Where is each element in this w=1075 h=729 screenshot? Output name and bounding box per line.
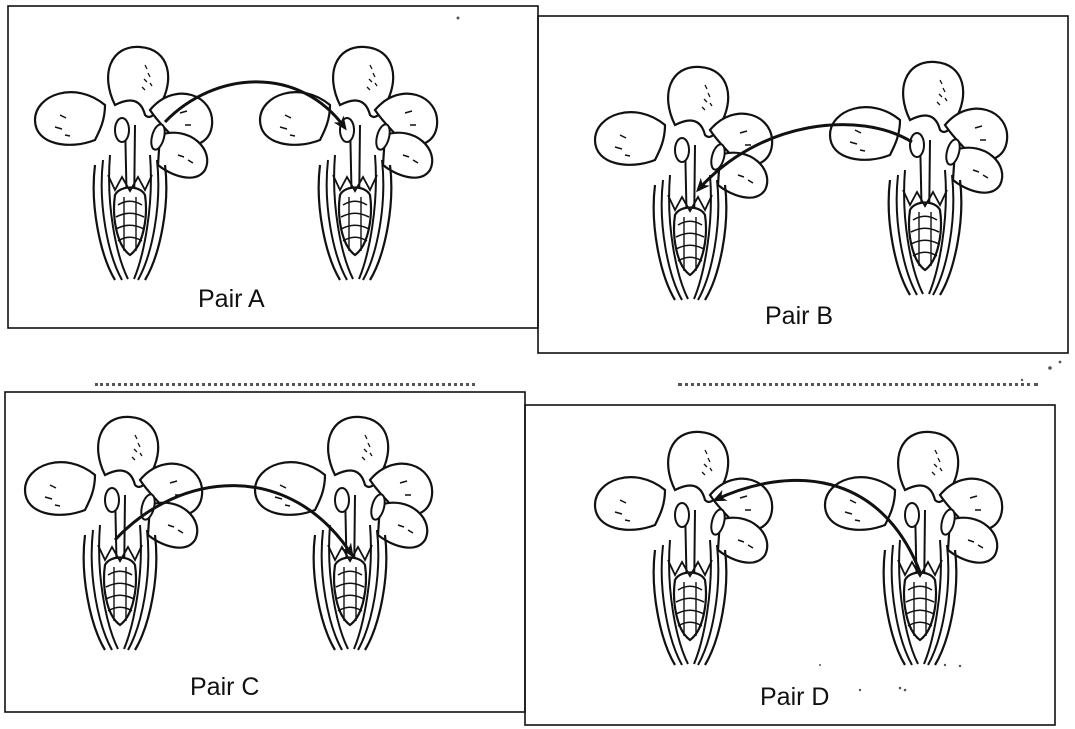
panel-d-flower-right	[825, 432, 1002, 665]
panel-b-flower-right	[830, 62, 1007, 295]
panel-label-b: Pair B	[765, 302, 833, 331]
panel-a-flower-left	[35, 47, 212, 280]
panel-b-flower-left	[595, 67, 772, 300]
panel-a-flower-right	[260, 47, 437, 280]
panel-label-c: Pair C	[190, 673, 259, 702]
panel-d-flower-left	[595, 432, 772, 665]
panel-label-d: Pair D	[760, 683, 829, 712]
scan-dotted-line-right	[678, 383, 1038, 386]
panel-c-flower-right	[255, 417, 432, 650]
panel-a-frame	[8, 6, 538, 328]
scan-dotted-line-left	[95, 383, 475, 386]
panel-c-flower-left	[25, 417, 202, 650]
panel-d-frame	[525, 405, 1055, 725]
panel-label-a: Pair A	[198, 285, 265, 314]
